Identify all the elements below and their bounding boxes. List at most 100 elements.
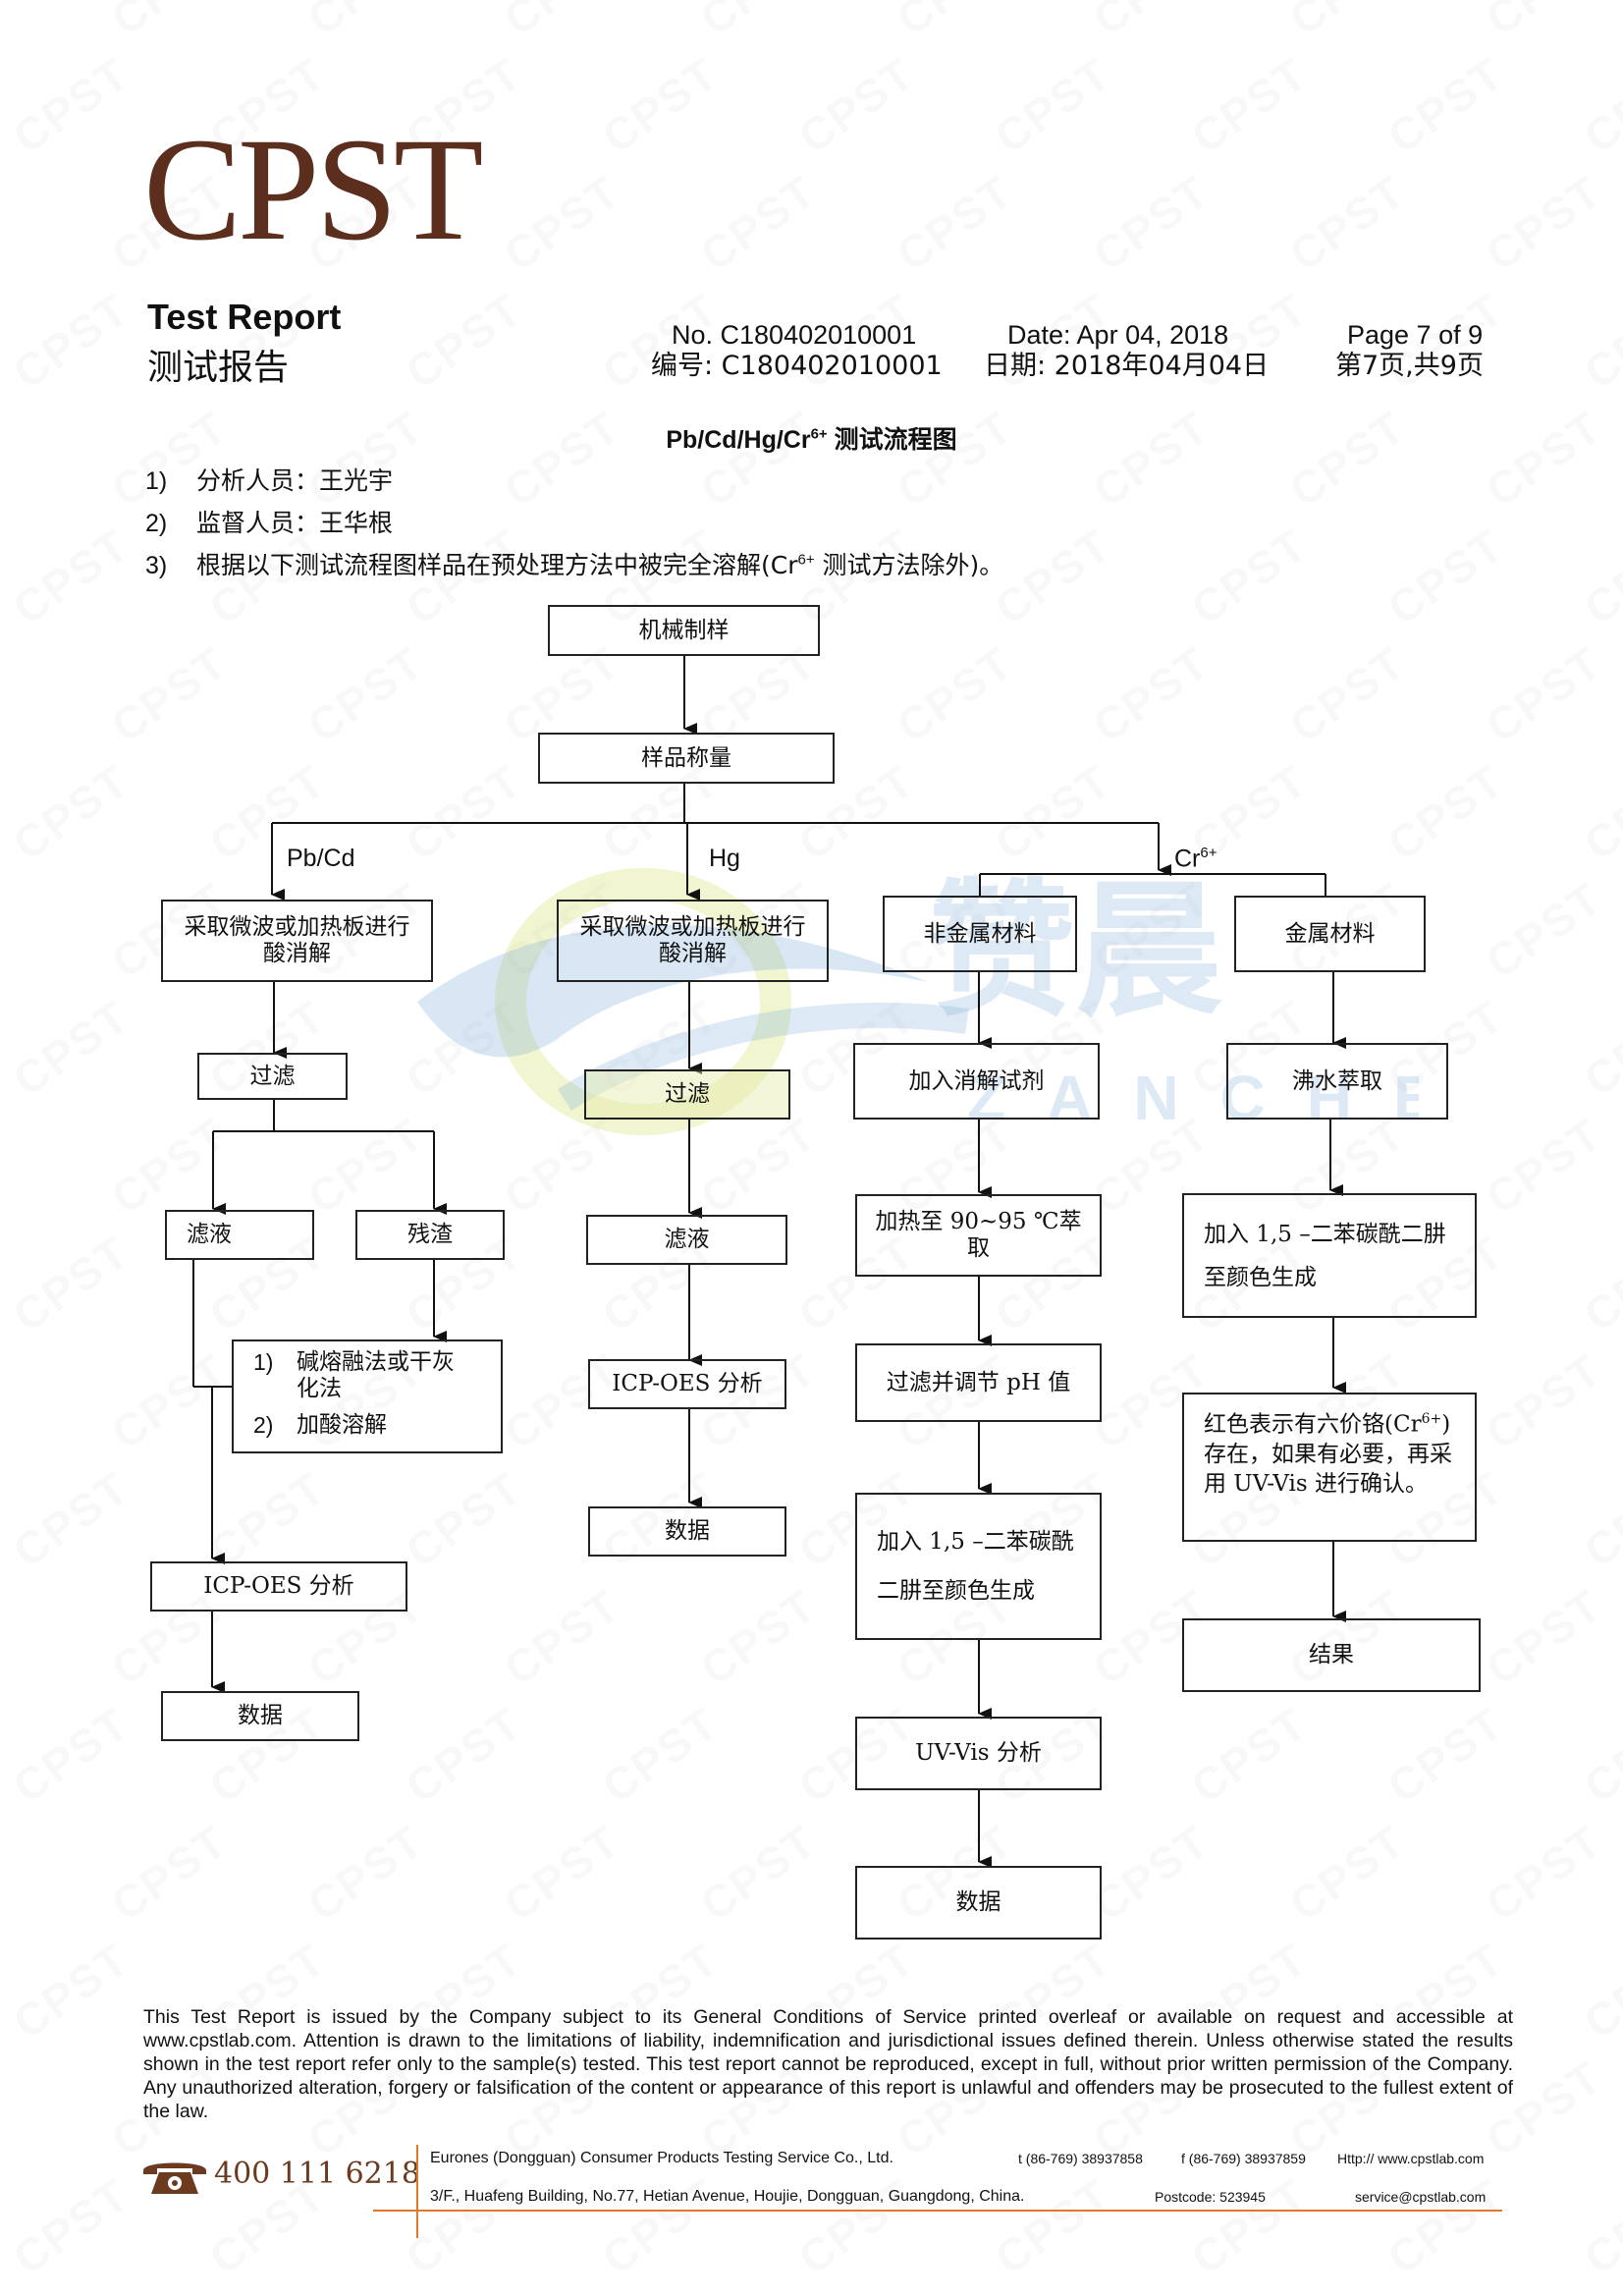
watermark-text-6: CPST [1083,0,1218,46]
watermark-text-43: CPST [1476,401,1611,517]
watermark-text-182: CPST [494,2285,629,2296]
box-cr-metal-add-reagent-color: 加入 1,5 –二苯碳酰二肼至颜色生成 [1182,1193,1477,1318]
watermark-text-151: CPST [1476,1815,1611,1931]
watermark-text-35: CPST [1574,283,1623,399]
watermark-text-128: CPST [494,1579,629,1695]
watermark-text-108: CPST [101,1343,237,1459]
watermark-text-177: CPST [1181,2168,1317,2284]
watermark-text-176: CPST [985,2168,1120,2284]
footer-postcode: Postcode: 523945 [1155,2189,1266,2205]
watermark-text-97: CPST [1476,1108,1611,1224]
watermark-text-144: CPST [101,1815,237,1931]
box-pbcd-filter: 过滤 [197,1053,348,1100]
watermark-text-51: CPST [1181,519,1317,634]
watermark-text-118: CPST [199,1461,335,1577]
watermark-text-41: CPST [1083,401,1218,517]
watermark-text-91: CPST [298,1108,433,1224]
watermark-text-149: CPST [1083,1815,1218,1931]
box-cr-nonmetal-add-reagent-color: 加入 1,5 –二苯碳酰二肼至颜色生成 [855,1493,1102,1640]
box-hg-acid-digestion: 采取微波或加热板进行酸消解 [557,900,829,982]
watermark-text-119: CPST [396,1461,531,1577]
report-title-cn: 测试报告 [147,348,290,388]
watermark-text-138: CPST [592,1697,728,1813]
watermark-text-54: CPST [101,636,237,752]
watermark-text-20: CPST [494,165,629,281]
watermark-text-55: CPST [298,636,433,752]
report-number-en: No. C180402010001 [672,320,917,350]
watermark-text-174: CPST [592,2168,728,2284]
watermark-text-50: CPST [985,519,1120,634]
watermark-text-25: CPST [1476,165,1611,281]
box-pbcd-residue: 残渣 [355,1210,505,1260]
watermark-text-17: CPST [1574,47,1623,163]
flowchart-title: Pb/Cd/Hg/Cr6+ 测试流程图 [666,425,957,454]
watermark-text-9: CPST [3,47,138,163]
watermark-text-0: CPST [0,0,40,46]
box-cr-metal-material: 金属材料 [1234,896,1426,972]
watermark-text-13: CPST [788,47,924,163]
watermark-text-92: CPST [494,1108,629,1224]
watermark-text-146: CPST [494,1815,629,1931]
watermark-text-60: CPST [1279,636,1415,752]
box-pbcd-filtrate: 滤液 [165,1210,314,1260]
box-cr-nonmetal-data: 数据 [855,1866,1102,1940]
box-cr-red-color-note: 红色表示有六价铬(Cr6+)存在，如果有必要，再采用 UV-Vis 进行确认。 [1182,1393,1477,1542]
watermark-text-39: CPST [690,401,826,517]
footer-address: 3/F., Huafeng Building, No.77, Hetian Av… [430,2188,1025,2205]
watermark-text-68: CPST [985,754,1120,870]
watermark-text-65: CPST [396,754,531,870]
watermark-text-115: CPST [1476,1343,1611,1459]
watermark-text-23: CPST [1083,165,1218,281]
watermark-text-3: CPST [494,0,629,46]
watermark-text-81: CPST [3,990,138,1106]
note-method: 3)根据以下测试流程图样品在预处理方法中被完全溶解(Cr6+ 测试方法除外)。 [145,551,1004,579]
watermark-text-90: CPST [101,1108,237,1224]
page-number-en: Page 7 of 9 [1347,320,1484,350]
watermark-text-36: CPST [101,401,237,517]
watermark-text-77: CPST [1083,872,1218,988]
watermark-text-99: CPST [3,1226,138,1341]
box-cr-result: 结果 [1182,1618,1481,1692]
footer-company: Eurones (Dongguan) Consumer Products Tes… [430,2150,893,2166]
box-pbcd-residue-treatment: 1)碱熔融法或干灰化法 2)加酸溶解 [232,1339,503,1453]
footer-fax: f (86-769) 38937859 [1181,2151,1306,2166]
box-mechanical-sampling: 机械制样 [548,605,820,656]
watermark-text-161: CPST [1574,1933,1623,2049]
watermark-text-59: CPST [1083,636,1218,752]
watermark-text-71: CPST [1574,754,1623,870]
watermark-text-2: CPST [298,0,433,46]
watermark-text-143: CPST [1574,1697,1623,1813]
watermark-text-15: CPST [1181,47,1317,163]
report-date-en: Date: Apr 04, 2018 [1007,320,1229,350]
residue-step-1: 1)碱熔融法或干灰化法 [253,1349,455,1401]
watermark-text-129: CPST [690,1579,826,1695]
watermark-text-63: CPST [3,754,138,870]
watermark-text-16: CPST [1378,47,1513,163]
footer-email-link[interactable]: service@cpstlab.com [1355,2189,1487,2205]
residue-step-2: 2)加酸溶解 [253,1412,387,1438]
watermark-text-183: CPST [690,2285,826,2296]
watermark-text-141: CPST [1181,1697,1317,1813]
watermark-text-125: CPST [1574,1461,1623,1577]
watermark-text-52: CPST [1378,519,1513,634]
note-supervisor: 2)监督人员：王华根 [145,509,394,537]
footer-divider-horizontal [373,2210,1502,2212]
watermark-text-137: CPST [396,1697,531,1813]
watermark-text-171: CPST [3,2168,138,2284]
footer-tel: t (86-769) 38937858 [1018,2151,1143,2166]
box-cr-boiling-water-extract: 沸水萃取 [1226,1043,1448,1120]
watermark-text-181: CPST [298,2285,433,2296]
branch-label-pbcd: Pb/Cd [287,845,355,872]
hotline-number: 400 111 6218 [214,2157,420,2191]
footer-website-link[interactable]: Http:// www.cpstlab.com [1337,2151,1485,2166]
watermark-text-14: CPST [985,47,1120,163]
watermark-text-4: CPST [690,0,826,46]
watermark-text-37: CPST [298,401,433,517]
box-cr-nonmetal-material: 非金属材料 [883,896,1077,972]
watermark-text-53: CPST [1574,519,1623,634]
watermark-text-153: CPST [3,1933,138,2049]
branch-label-cr: Cr6+ [1174,845,1217,873]
watermark-text-24: CPST [1279,165,1415,281]
footer-divider-vertical [416,2145,418,2238]
cpst-logo: CPST [143,108,484,271]
